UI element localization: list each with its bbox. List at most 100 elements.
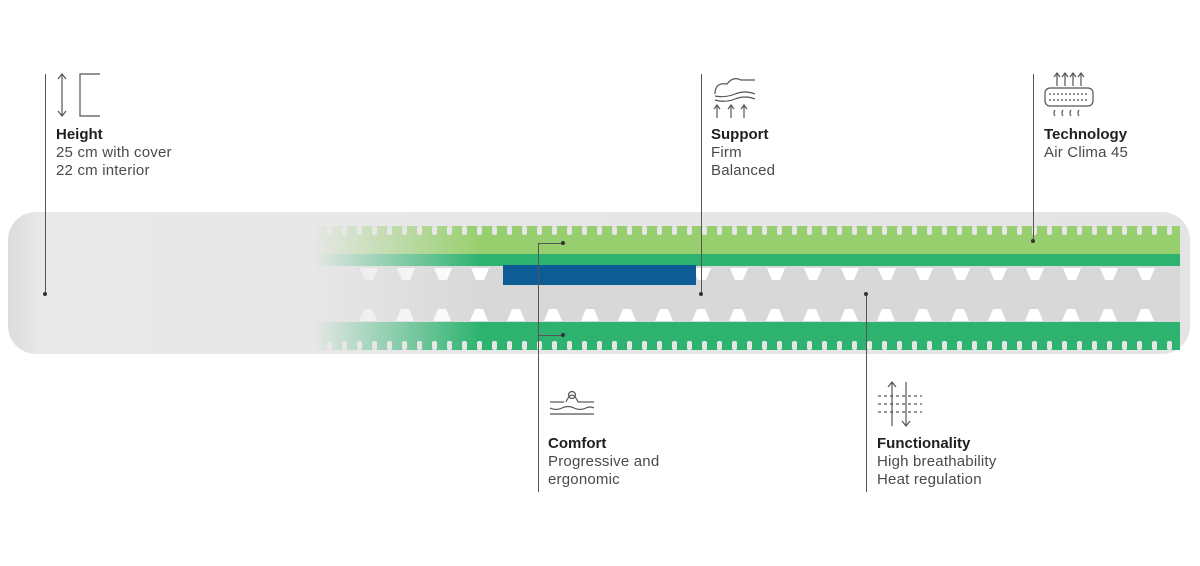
- height-line-2: 22 cm interior: [56, 162, 150, 179]
- functionality-point: [864, 292, 868, 296]
- foam-notch-top: [1107, 226, 1112, 235]
- foam-notch-top: [507, 226, 512, 235]
- air-cell-lower: [507, 309, 525, 321]
- air-cell-upper: [693, 268, 711, 280]
- air-cell-lower: [655, 309, 673, 321]
- support-leader: [701, 74, 702, 294]
- foam-notch-top: [447, 226, 452, 235]
- foam-notch-bottom: [1017, 341, 1022, 350]
- foam-notch-bottom: [492, 341, 497, 350]
- foam-notch-bottom: [627, 341, 632, 350]
- air-cell-upper: [952, 268, 970, 280]
- foam-notch-bottom: [462, 341, 467, 350]
- foam-notch-top: [957, 226, 962, 235]
- comfort-label: Comfort Progressive and ergonomic: [548, 435, 659, 489]
- foam-notch-top: [792, 226, 797, 235]
- technology-title: Technology: [1044, 126, 1128, 143]
- air-cell-lower: [1099, 309, 1117, 321]
- foam-notch-bottom: [747, 341, 752, 350]
- comfort-title: Comfort: [548, 435, 607, 452]
- comfort-leader: [538, 243, 539, 492]
- air-cell-upper: [841, 268, 859, 280]
- foam-notch-top: [342, 226, 347, 235]
- air-cell-lower: [544, 309, 562, 321]
- foam-notch-bottom: [972, 341, 977, 350]
- foam-notch-top: [597, 226, 602, 235]
- foam-notch-bottom: [882, 341, 887, 350]
- air-cell-lower: [951, 309, 969, 321]
- foam-notch-bottom: [1032, 341, 1037, 350]
- foam-notch-bottom: [702, 341, 707, 350]
- air-cell-upper: [360, 268, 378, 280]
- foam-notch-bottom: [1077, 341, 1082, 350]
- foam-notch-bottom: [447, 341, 452, 350]
- comfort-branch-top: [538, 243, 562, 244]
- functionality-leader: [866, 294, 867, 492]
- foam-notch-bottom: [717, 341, 722, 350]
- functionality-title: Functionality: [877, 435, 971, 452]
- technology-leader: [1033, 74, 1034, 240]
- foam-notch-bottom: [657, 341, 662, 350]
- breathability-icon: [878, 381, 922, 427]
- support-line-2: Balanced: [711, 162, 776, 179]
- foam-notch-top: [537, 226, 542, 235]
- foam-notch-bottom: [1137, 341, 1142, 350]
- height-title: Height: [56, 126, 103, 143]
- foam-notch-top: [357, 226, 362, 235]
- air-cell-lower: [396, 309, 414, 321]
- foam-notch-top: [732, 226, 737, 235]
- foam-notch-bottom: [672, 341, 677, 350]
- foam-notch-bottom: [1062, 341, 1067, 350]
- foam-notch-bottom: [342, 341, 347, 350]
- foam-notch-top: [807, 226, 812, 235]
- air-cell-lower: [766, 309, 784, 321]
- air-cell-upper: [434, 268, 452, 280]
- support-label: Support Firm Balanced: [711, 126, 775, 180]
- support-title: Support: [711, 126, 769, 143]
- foam-notch-bottom: [807, 341, 812, 350]
- air-cell-upper: [471, 268, 489, 280]
- foam-notch-bottom: [1002, 341, 1007, 350]
- air-cell-lower: [914, 309, 932, 321]
- foam-notch-top: [477, 226, 482, 235]
- foam-notch-top: [912, 226, 917, 235]
- air-cell-upper: [767, 268, 785, 280]
- foam-notch-bottom: [372, 341, 377, 350]
- foam-notch-bottom: [867, 341, 872, 350]
- support-block: [503, 265, 696, 285]
- foam-notch-bottom: [1107, 341, 1112, 350]
- foam-notch-top: [762, 226, 767, 235]
- foam-notch-bottom: [912, 341, 917, 350]
- air-cell-lower: [988, 309, 1006, 321]
- foam-notch-top: [567, 226, 572, 235]
- foam-notch-bottom: [822, 341, 827, 350]
- air-cell-upper: [804, 268, 822, 280]
- foam-notch-top: [312, 226, 317, 235]
- foam-notch-bottom: [597, 341, 602, 350]
- foam-notch-bottom: [942, 341, 947, 350]
- air-cell-upper: [1063, 268, 1081, 280]
- foam-notch-bottom: [417, 341, 422, 350]
- foam-notch-top: [1092, 226, 1097, 235]
- air-cell-upper: [1100, 268, 1118, 280]
- air-cell-upper: [1137, 268, 1155, 280]
- foam-notch-top: [1077, 226, 1082, 235]
- air-cell-lower: [877, 309, 895, 321]
- height-point: [43, 292, 47, 296]
- foam-notch-bottom: [957, 341, 962, 350]
- technology-point: [1031, 239, 1035, 243]
- foam-notch-bottom: [1152, 341, 1157, 350]
- height-label: Height 25 cm with cover 22 cm interior: [56, 126, 172, 180]
- air-cell-lower: [692, 309, 710, 321]
- foam-notch-top: [1167, 226, 1172, 235]
- air-cell-lower: [359, 309, 377, 321]
- foam-notch-bottom: [402, 341, 407, 350]
- functionality-line-2: Heat regulation: [877, 471, 982, 488]
- foam-notch-top: [552, 226, 557, 235]
- air-cell-lower: [803, 309, 821, 321]
- height-arrow-icon: [57, 73, 100, 117]
- foam-notch-top: [657, 226, 662, 235]
- air-cell-lower: [433, 309, 451, 321]
- comfort-point-top: [561, 241, 565, 245]
